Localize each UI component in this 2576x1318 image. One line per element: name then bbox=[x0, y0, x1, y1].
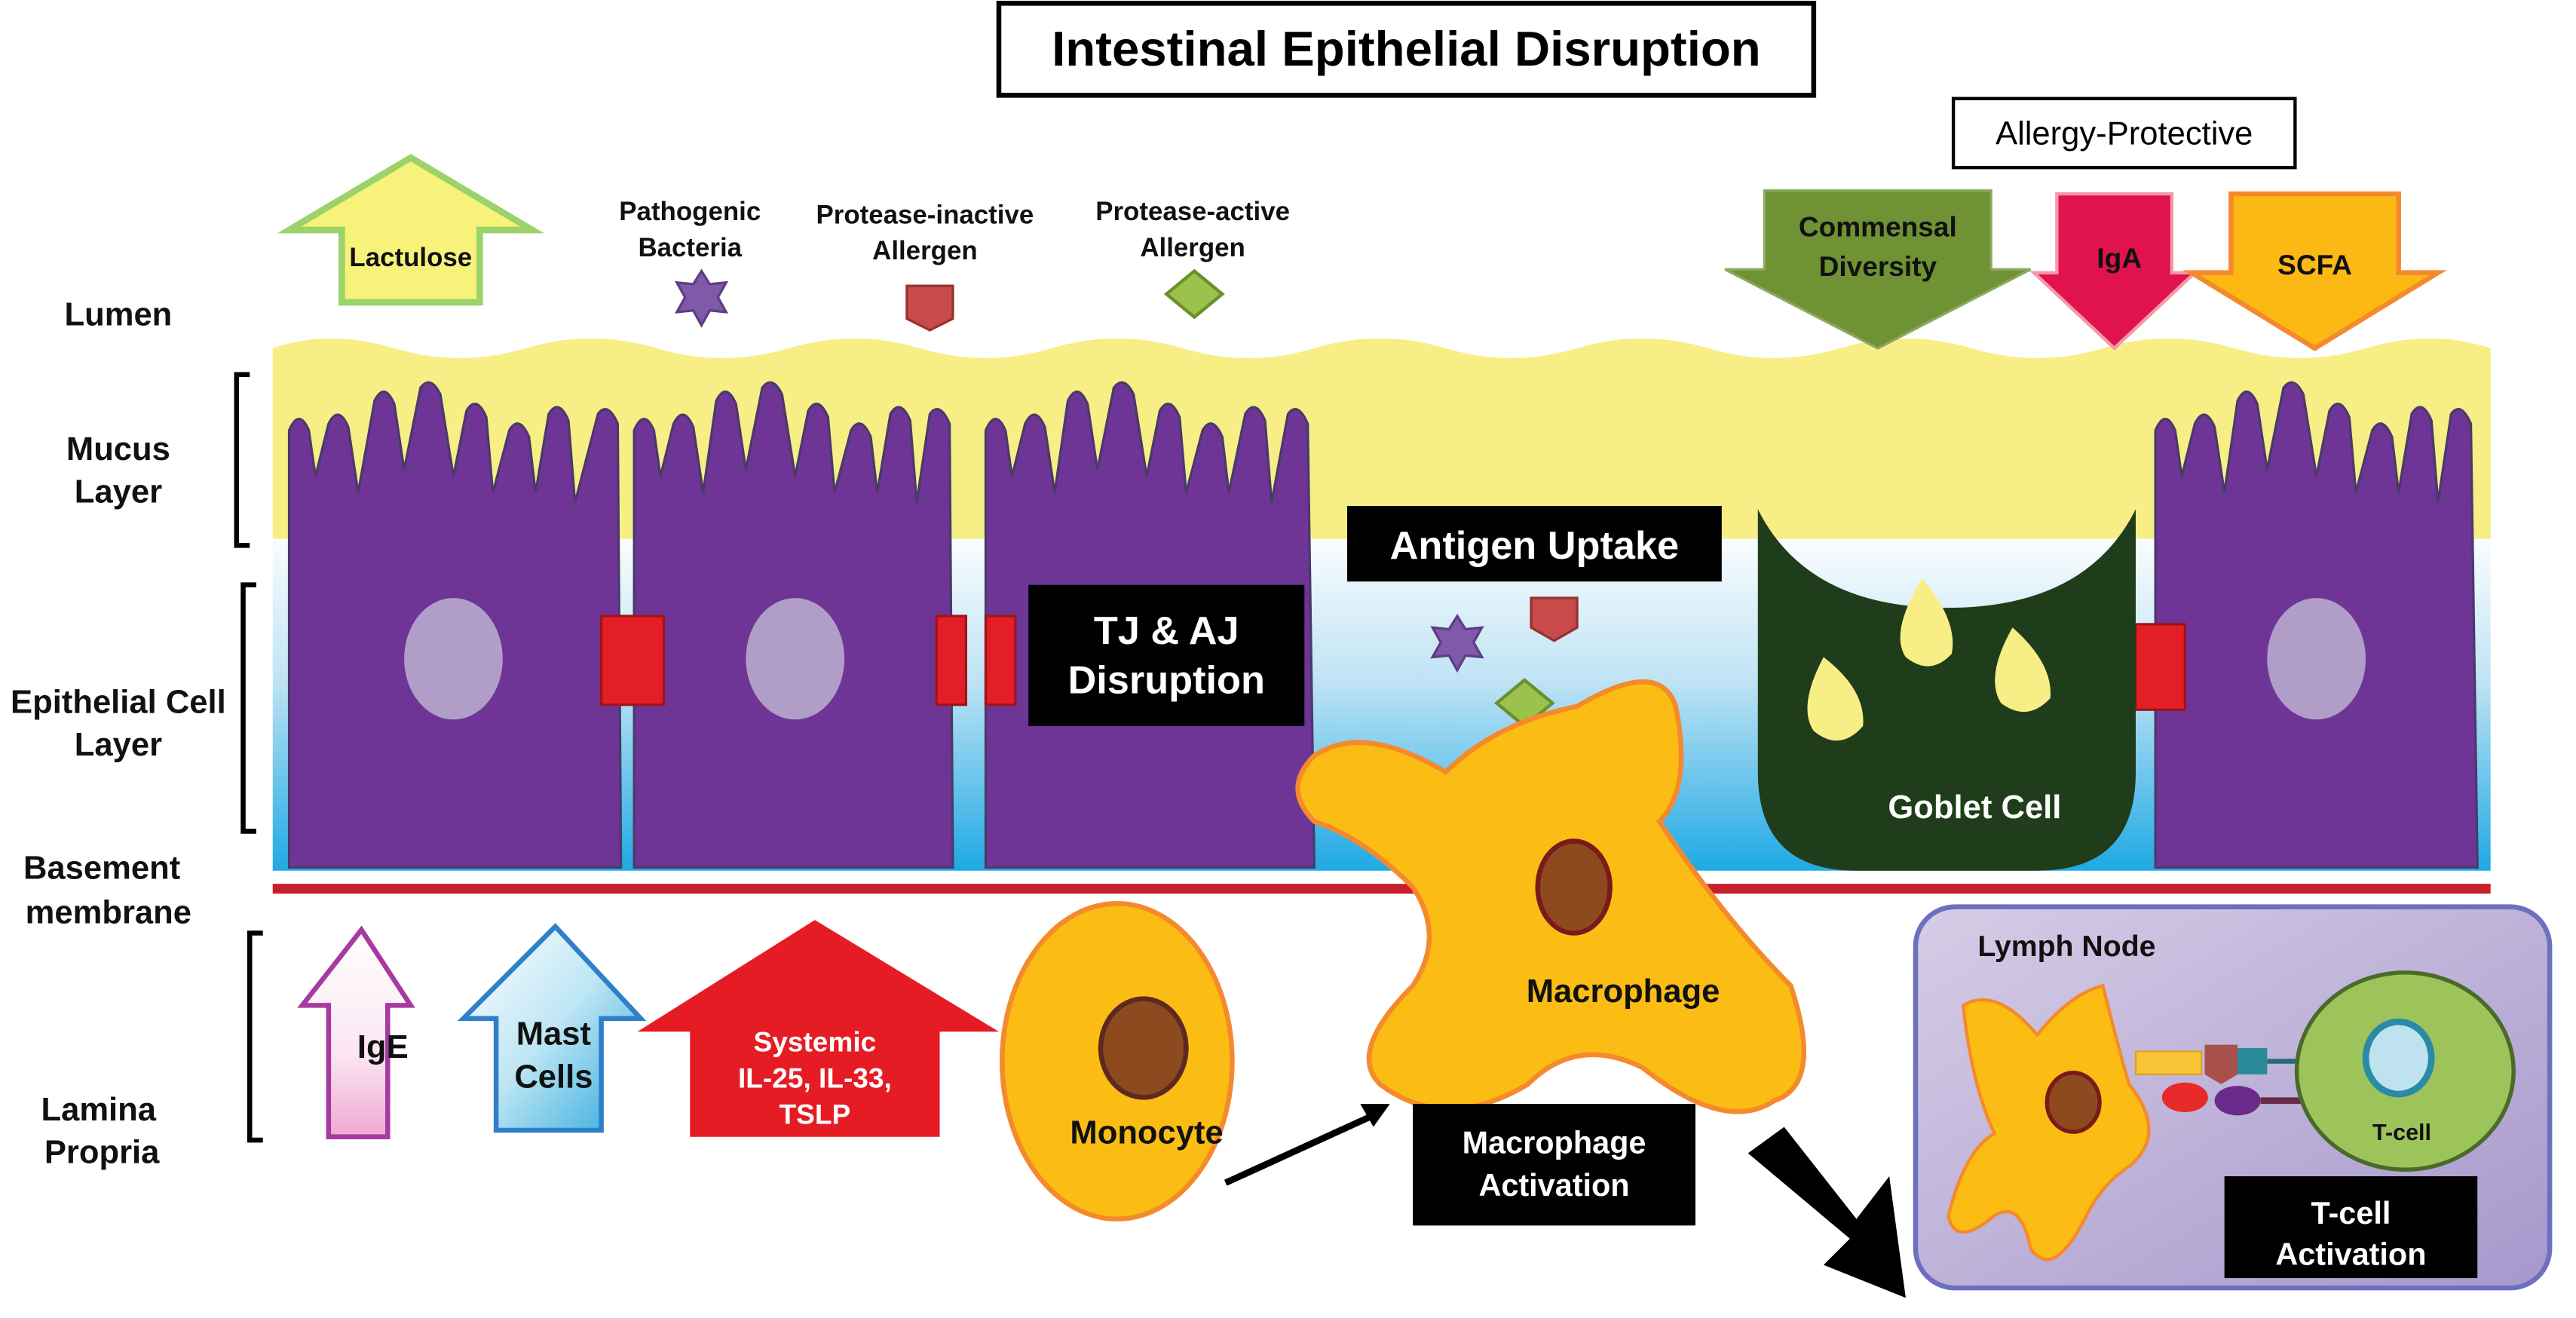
systemic-cytokines-arrow: Systemic IL-25, IL-33, TSLP bbox=[637, 920, 999, 1137]
ige-arrow: IgE bbox=[297, 925, 415, 1139]
svg-text:Commensal: Commensal bbox=[1799, 211, 1957, 243]
protease-active-label-2: Allergen bbox=[1140, 233, 1245, 262]
tight-junction-goblet bbox=[2134, 623, 2186, 711]
bracket-lamina bbox=[247, 930, 263, 1143]
mucin-granule bbox=[1900, 578, 1953, 667]
svg-text:Systemic: Systemic bbox=[754, 1025, 877, 1057]
antigen-uptake-box: Antigen Uptake bbox=[1346, 506, 1722, 582]
svg-text:Activation: Activation bbox=[1478, 1168, 1629, 1203]
pathogenic-label-2: Bacteria bbox=[638, 233, 742, 262]
goblet-cell-label: Goblet Cell bbox=[1888, 789, 2061, 826]
epithelial-cell-1 bbox=[287, 381, 623, 869]
page-title: Intestinal Epithelial Disruption bbox=[1052, 21, 1761, 76]
allergy-protective-label: Allergy-Protective bbox=[1996, 116, 2253, 152]
tight-junction-broken-right bbox=[984, 615, 1017, 707]
svg-text:Lactulose: Lactulose bbox=[349, 243, 472, 272]
iga-arrow: IgA bbox=[2029, 192, 2199, 351]
costimulatory-receptor bbox=[2214, 1086, 2261, 1116]
svg-text:Mast: Mast bbox=[516, 1016, 591, 1053]
commensal-diversity-arrow: Commensal Diversity bbox=[1724, 189, 2032, 350]
svg-text:Macrophage: Macrophage bbox=[1527, 973, 1720, 1010]
label-basement-1: Basement bbox=[23, 851, 180, 887]
arrow-to-lymph-node bbox=[1747, 1126, 1906, 1298]
svg-text:Activation: Activation bbox=[2275, 1237, 2426, 1272]
mucin-granule bbox=[1995, 627, 2051, 713]
protease-inactive-label-2: Allergen bbox=[872, 236, 977, 265]
svg-text:Cells: Cells bbox=[514, 1059, 593, 1095]
mhc-molecule bbox=[2134, 1050, 2203, 1075]
goblet-cell: Goblet Cell bbox=[1757, 509, 2136, 871]
basement-membrane bbox=[272, 884, 2491, 894]
protease-active-allergen-icon bbox=[1163, 268, 1225, 320]
arrow-monocyte-to-macrophage bbox=[1224, 1111, 1378, 1186]
macrophage: Macrophage bbox=[1295, 679, 1806, 1114]
tj-aj-disruption-box: TJ & AJ Disruption bbox=[1028, 584, 1305, 727]
lactulose-arrow: Lactulose bbox=[277, 154, 544, 306]
bracket-epithelial bbox=[240, 582, 256, 834]
pathogenic-bacteria-icon bbox=[674, 268, 729, 328]
label-mucus-2: Layer bbox=[75, 474, 162, 510]
monocyte: Monocyte bbox=[1000, 901, 1235, 1221]
label-mucus-1: Mucus bbox=[66, 431, 170, 467]
tcell-activation-box bbox=[2224, 1175, 2478, 1279]
lymph-node-label: Lymph Node bbox=[1977, 930, 2155, 963]
svg-text:Monocyte: Monocyte bbox=[1070, 1114, 1223, 1151]
protease-inactive-allergen-icon bbox=[905, 284, 954, 332]
scfa-arrow: SCFA bbox=[2182, 191, 2447, 351]
svg-text:SCFA: SCFA bbox=[2277, 249, 2352, 280]
svg-text:Macrophage: Macrophage bbox=[1463, 1125, 1646, 1160]
svg-text:IL-25, IL-33,: IL-25, IL-33, bbox=[738, 1062, 892, 1093]
mucin-granule bbox=[1807, 657, 1864, 741]
svg-text:IgE: IgE bbox=[357, 1029, 409, 1065]
nucleus bbox=[1535, 838, 1613, 936]
label-lumen: Lumen bbox=[64, 296, 172, 333]
protease-active-label-1: Protease-active bbox=[1095, 197, 1290, 226]
mast-cells-arrow: Mast Cells bbox=[457, 923, 647, 1133]
label-epithelial-1: Epithelial Cell bbox=[11, 685, 226, 721]
pathogenic-label-1: Pathogenic bbox=[619, 197, 761, 226]
svg-text:T-cell: T-cell bbox=[2311, 1196, 2391, 1231]
label-lamina-1: Lamina bbox=[41, 1092, 156, 1128]
tcr-molecule bbox=[2238, 1048, 2268, 1074]
protease-inactive-allergen-icon bbox=[1530, 596, 1579, 642]
macrophage-activation-box: Macrophage Activation bbox=[1413, 1104, 1695, 1226]
nucleus bbox=[2362, 1018, 2435, 1098]
pathogenic-bacteria-icon bbox=[1430, 613, 1484, 673]
antigen-peptide bbox=[2204, 1044, 2238, 1084]
nucleus bbox=[2045, 1071, 2102, 1134]
svg-text:TJ & AJ: TJ & AJ bbox=[1094, 609, 1239, 653]
allergy-protective-box: Allergy-Protective bbox=[1951, 97, 2297, 170]
title-box: Intestinal Epithelial Disruption bbox=[996, 1, 1817, 98]
protease-inactive-label-1: Protease-inactive bbox=[816, 200, 1034, 229]
svg-text:Antigen Uptake: Antigen Uptake bbox=[1390, 524, 1679, 568]
label-lamina-2: Propria bbox=[44, 1135, 160, 1171]
label-basement-2: membrane bbox=[26, 894, 191, 930]
svg-text:IgA: IgA bbox=[2097, 242, 2142, 274]
svg-text:Diversity: Diversity bbox=[1819, 250, 1937, 282]
svg-text:TSLP: TSLP bbox=[780, 1098, 851, 1129]
tight-junction-intact bbox=[599, 615, 666, 707]
nucleus bbox=[1098, 996, 1189, 1100]
epithelial-cell-2 bbox=[633, 381, 954, 869]
costimulatory-ligand bbox=[2161, 1082, 2208, 1113]
t-cell-label: T-cell bbox=[2372, 1120, 2431, 1145]
tight-junction-broken-left bbox=[935, 615, 968, 707]
lymph-node: Lymph Node T-cell T-cell Activation bbox=[1913, 904, 2553, 1291]
antigen-presenting-cell bbox=[1947, 983, 2151, 1261]
nucleus bbox=[746, 598, 845, 720]
epithelial-cell-4 bbox=[2154, 381, 2479, 869]
svg-text:Disruption: Disruption bbox=[1068, 658, 1265, 702]
nucleus bbox=[2267, 598, 2366, 720]
bracket-mucus bbox=[234, 372, 250, 548]
arrow-head bbox=[1360, 1104, 1390, 1127]
nucleus bbox=[404, 598, 503, 720]
label-epithelial-2: Layer bbox=[75, 727, 162, 763]
